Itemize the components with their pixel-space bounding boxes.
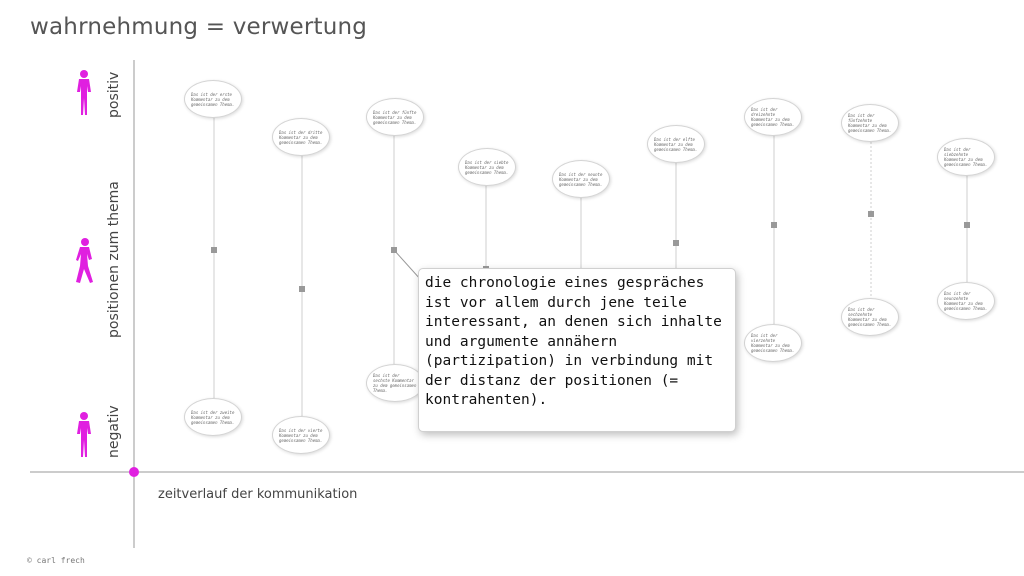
comment-bubble: Das ist der zweite Kommentar zu dem geme… [184,398,242,436]
comment-bubble: Das ist der siebzehnte Kommentar zu dem … [937,138,995,176]
origin-dot [129,467,139,477]
callout-box: die chronologie eines gespräches ist vor… [418,268,736,432]
comment-bubble: Das ist der dritte Kommentar zu dem geme… [272,118,330,156]
comment-bubble: Das ist der vierzehnte Kommentar zu dem … [744,324,802,362]
position-marker [868,211,874,217]
axis-label-negative: negativ [106,405,122,458]
comment-bubble: Das ist der erste Kommentar zu dem gemei… [184,80,242,118]
position-marker [673,240,679,246]
comment-bubble: Das ist der neunzehnte Kommentar zu dem … [937,282,995,320]
comment-bubble: Das ist der neunte Kommentar zu dem geme… [552,160,610,198]
comment-bubble: Das ist der fünfte Kommentar zu dem geme… [366,98,424,136]
comment-bubble: Das ist der sechzehnte Kommentar zu dem … [841,298,899,336]
person-walking-icon [76,238,93,283]
comment-bubble: Das ist der vierte Kommentar zu dem geme… [272,416,330,454]
comment-bubble: Das ist der sechste Kommentar zu dem gem… [366,364,424,402]
position-marker [299,286,305,292]
position-marker [211,247,217,253]
comment-bubble: Das ist der dreizehnte Kommentar zu dem … [744,98,802,136]
axis-label-positive: positiv [106,71,122,118]
comment-bubble: Das ist der siebte Kommentar zu dem geme… [458,148,516,186]
x-axis-label: zeitverlauf der kommunikation [158,487,358,502]
person-standing-icon [77,70,91,115]
position-marker [964,222,970,228]
comment-bubble: Das ist der fünfzehnte Kommentar zu dem … [841,104,899,142]
page-title: wahrnehmung = verwertung [30,14,368,40]
copyright-text: © carl frech [27,556,85,565]
position-marker [771,222,777,228]
comment-bubble: Das ist der elfte Kommentar zu dem gemei… [647,125,705,163]
person-standing-icon [77,412,91,457]
axis-label-positions: positionen zum thema [106,181,122,338]
